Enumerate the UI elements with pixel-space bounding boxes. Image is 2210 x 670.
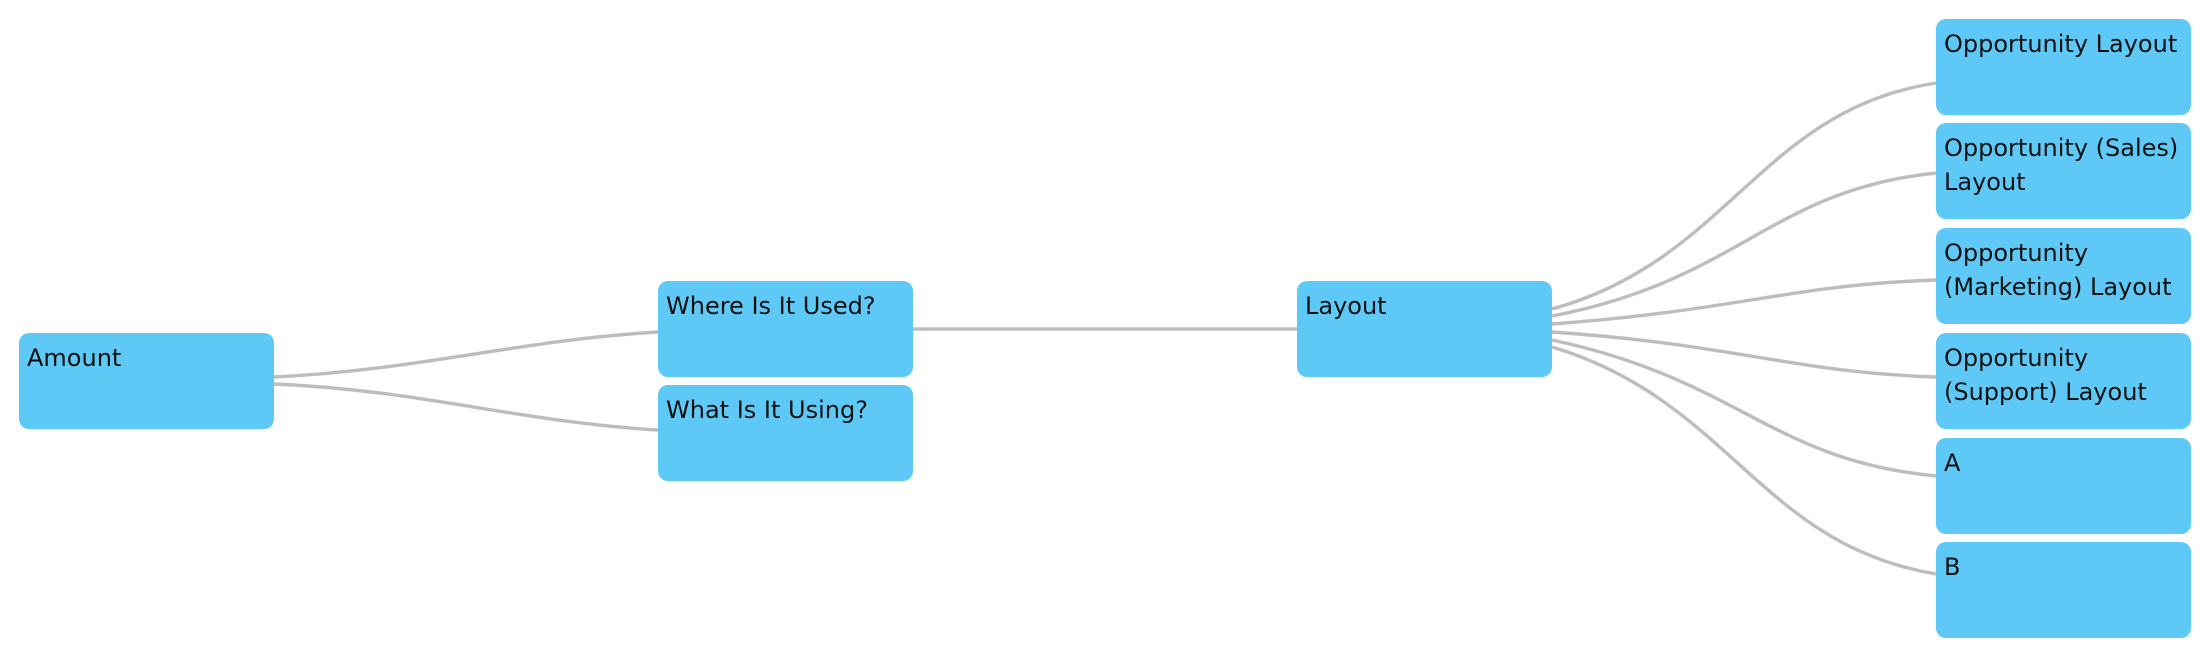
node-opportunity-support-layout[interactable]: Opportunity (Support) Layout bbox=[1936, 333, 2191, 429]
link-layout-to-opportunity-support-layout bbox=[1551, 330, 1937, 379]
node-opportunity-layout-label: Opportunity Layout bbox=[1944, 30, 2178, 58]
node-layout-label: Layout bbox=[1305, 292, 1387, 320]
node-a-label: A bbox=[1944, 449, 1961, 477]
node-amount[interactable]: Amount bbox=[19, 333, 274, 429]
link-layout-to-opportunity-layout bbox=[1551, 81, 1937, 311]
node-opportunity-marketing-layout[interactable]: Opportunity (Marketing) Layout bbox=[1936, 228, 2191, 324]
link-layout-to-b bbox=[1551, 345, 1937, 576]
link-layout-to-opportunity-sales-layout bbox=[1551, 171, 1937, 318]
node-opportunity-layout[interactable]: Opportunity Layout bbox=[1936, 19, 2191, 115]
node-opportunity-sales-layout-label: Opportunity (Sales) Layout bbox=[1944, 134, 2179, 196]
node-what-is-it-using-label: What Is It Using? bbox=[666, 396, 868, 424]
node-opportunity-marketing-layout-label: Opportunity (Marketing) Layout bbox=[1944, 239, 2172, 301]
node-b[interactable]: B bbox=[1936, 542, 2191, 638]
node-a[interactable]: A bbox=[1936, 438, 2191, 534]
node-what-is-it-using[interactable]: What Is It Using? bbox=[658, 385, 913, 481]
node-amount-label: Amount bbox=[27, 344, 122, 372]
node-layout[interactable]: Layout bbox=[1297, 281, 1552, 377]
link-layout-to-opportunity-marketing-layout bbox=[1551, 278, 1937, 326]
link-amount-to-what-using bbox=[273, 382, 659, 432]
link-amount-to-where-used bbox=[273, 330, 659, 379]
node-opportunity-sales-layout[interactable]: Opportunity (Sales) Layout bbox=[1936, 123, 2191, 219]
node-b-label: B bbox=[1944, 553, 1961, 581]
node-where-is-it-used-label: Where Is It Used? bbox=[666, 292, 876, 320]
node-opportunity-support-layout-label: Opportunity (Support) Layout bbox=[1944, 344, 2147, 406]
link-layout-to-a bbox=[1551, 338, 1937, 478]
node-where-is-it-used[interactable]: Where Is It Used? bbox=[658, 281, 913, 377]
